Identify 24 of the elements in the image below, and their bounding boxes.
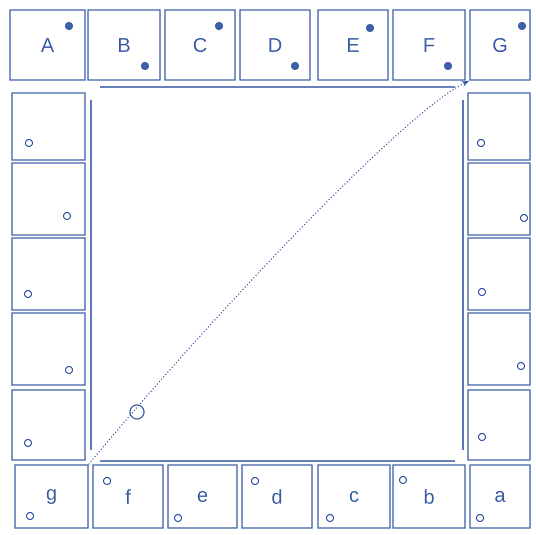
cell: A (9, 9, 86, 81)
cell: f (92, 464, 164, 529)
empty-cell (467, 312, 531, 386)
empty-cell (11, 312, 86, 386)
cell: E (317, 9, 389, 81)
cell: C (164, 9, 236, 81)
empty-cell (11, 162, 86, 236)
cell: c (317, 464, 391, 529)
empty-cell (11, 92, 86, 161)
cell: e (167, 464, 238, 529)
cell: B (87, 9, 161, 81)
empty-cell (467, 389, 531, 461)
cell: a (469, 464, 531, 529)
cell: D (239, 9, 311, 81)
cell: F (392, 9, 466, 81)
empty-cell (467, 237, 531, 311)
cell: G (469, 9, 531, 81)
empty-cell (11, 237, 86, 311)
empty-cell (11, 389, 86, 461)
cell: b (392, 464, 466, 529)
empty-cell (467, 92, 531, 161)
cell: d (241, 464, 313, 529)
empty-cell (467, 162, 531, 236)
cell: g (14, 464, 89, 529)
